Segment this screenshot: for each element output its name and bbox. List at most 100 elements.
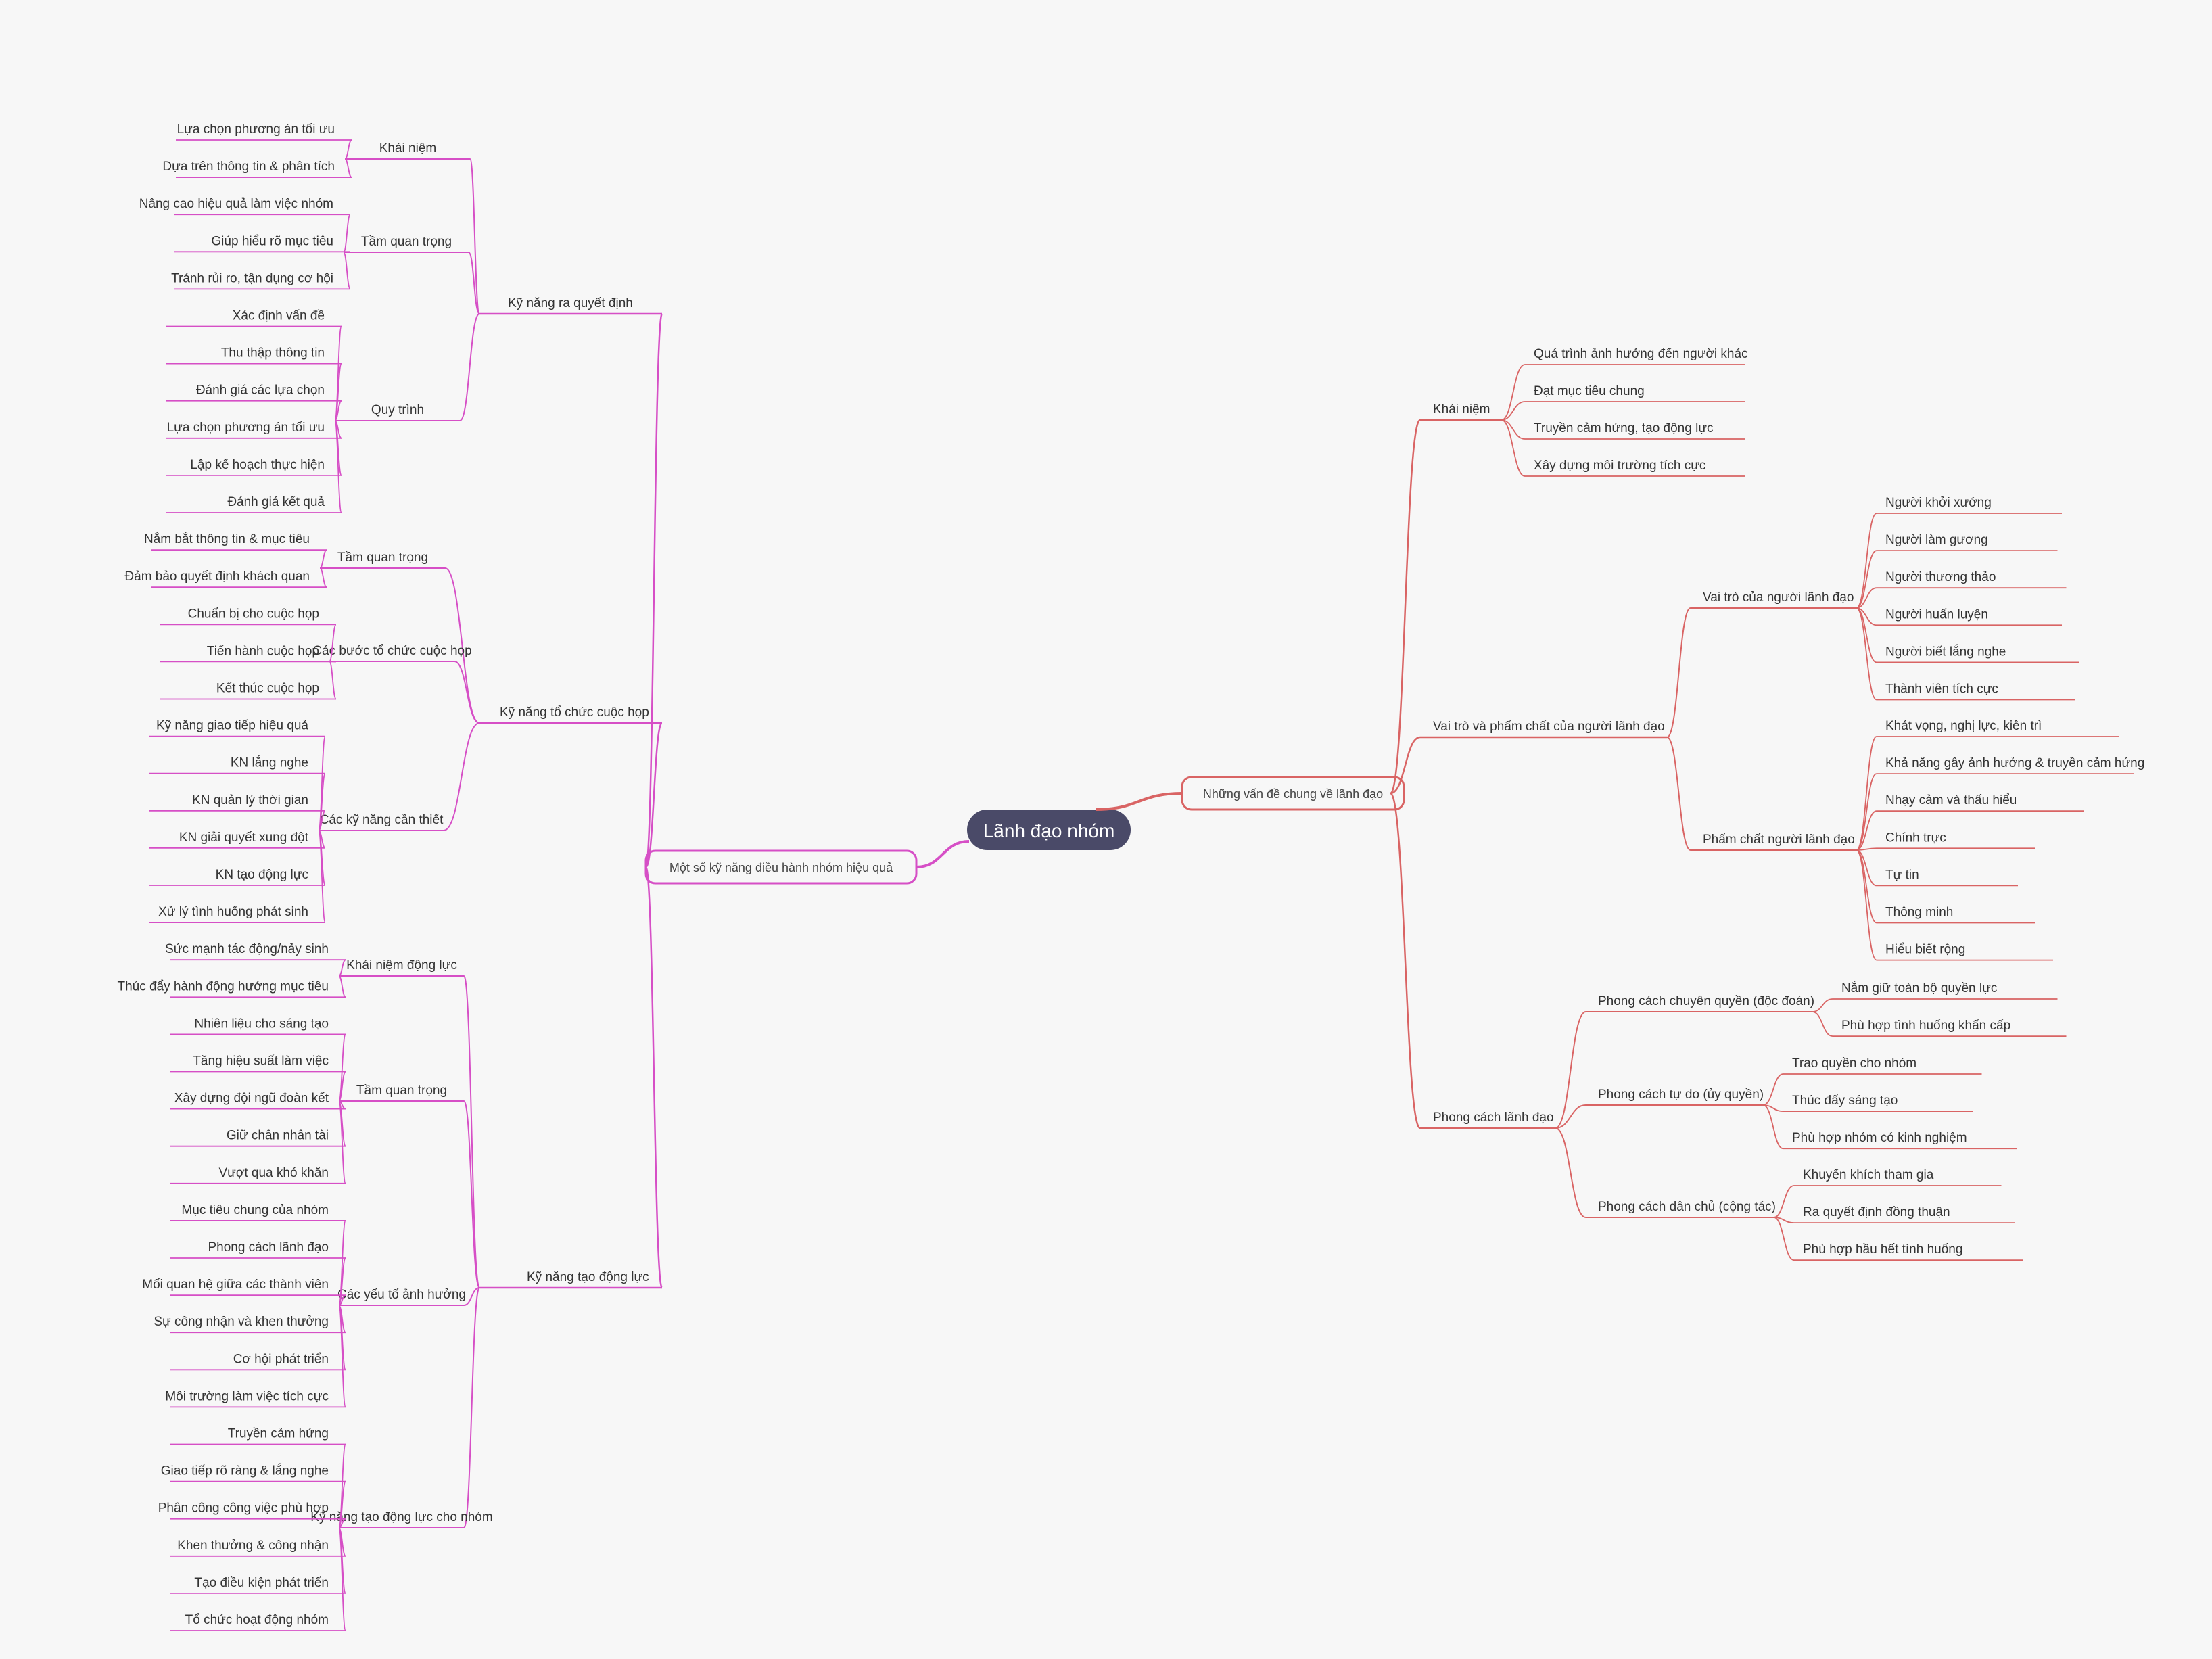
link-right-leaf — [1856, 847, 1877, 851]
left-leaf-label: KN quản lý thời gian — [192, 793, 308, 808]
link-left-leaf — [334, 420, 342, 513]
link-right-leaf — [1856, 773, 1877, 851]
link-left-leaf — [338, 1527, 346, 1631]
link-left-l3 — [463, 1100, 480, 1288]
link-root-left — [916, 840, 970, 868]
link-left-leaf — [344, 139, 352, 160]
left-leaf-label: Sự công nhận và khen thưởng — [154, 1315, 329, 1329]
right-leaf-label: Phù hợp tình huống khẩn cấp — [1841, 1019, 2010, 1033]
right-leaf-label: Thành viên tích cực — [1885, 682, 1998, 697]
left-leaf-label: Lập kế hoạch thực hiện — [190, 458, 325, 472]
left-leaf-label: Nắm bắt thông tin & mục tiêu — [144, 532, 310, 546]
left-leaf-label: Xử lý tình huống phát sinh — [158, 905, 308, 919]
left-l2-label: Kỹ năng tổ chức cuộc họp — [500, 705, 649, 720]
right-leaf-label: Chính trực — [1885, 831, 1946, 845]
left-leaf-label: Lựa chọn phương án tối ưu — [177, 122, 335, 137]
link-right-leaf — [1501, 401, 1526, 421]
left-l3-label: Tầm quan trọng — [356, 1083, 447, 1098]
link-left-leaf — [338, 1071, 346, 1102]
left-leaf-label: Giao tiếp rõ ràng & lắng nghe — [161, 1464, 329, 1478]
right-leaf-label: Phù hợp nhóm có kinh nghiệm — [1792, 1131, 1967, 1145]
link-right-l3 — [1555, 1104, 1586, 1129]
left-l3-label: Tầm quan trọng — [337, 551, 428, 565]
link-left-leaf — [329, 624, 337, 662]
link-left-l3 — [463, 1287, 480, 1306]
link-right-l2 — [1389, 792, 1421, 1129]
link-left-l2 — [644, 722, 663, 868]
link-left-leaf — [329, 661, 337, 700]
link-right-leaf — [1812, 1011, 1833, 1037]
right-main-node[interactable] — [1181, 776, 1405, 811]
left-main-label: Một số kỹ năng điều hành nhóm hiệu quả — [669, 861, 893, 874]
right-leaf-label: Nhạy cảm và thấu hiểu — [1885, 793, 2017, 808]
link-left-leaf — [338, 1305, 346, 1408]
right-l3-label: Phong cách dân chủ (cộng tác) — [1598, 1200, 1776, 1214]
left-leaf-label: Kết thúc cuộc họp — [216, 682, 319, 696]
link-right-leaf — [1856, 587, 1877, 609]
right-main-label: Những vấn đề chung về lãnh đạo — [1203, 787, 1383, 801]
left-l3-label: Quy trình — [371, 403, 424, 417]
link-right-leaf — [1856, 736, 1877, 851]
left-l2-label: Kỹ năng tạo động lực — [527, 1270, 649, 1284]
right-l3-label: Phẩm chất người lãnh đạo — [1703, 833, 1855, 847]
left-leaf-label: KN lắng nghe — [231, 755, 308, 770]
right-l3-label: Vai trò của người lãnh đạo — [1703, 590, 1854, 605]
link-right-leaf — [1501, 364, 1526, 421]
link-left-leaf — [343, 252, 351, 290]
left-leaf-label: Đánh giá các lựa chọn — [196, 383, 325, 398]
link-left-l3 — [469, 158, 480, 314]
left-leaf-label: Truyền cảm hứng — [228, 1427, 329, 1441]
root-label: Lãnh đạo nhóm — [983, 820, 1115, 841]
link-left-l3 — [459, 313, 480, 421]
link-right-leaf — [1773, 1185, 1795, 1218]
left-l3-label: Các kỹ năng cần thiết — [320, 813, 444, 827]
left-l3-label: Các bước tổ chức cuộc họp — [312, 644, 471, 658]
link-left-leaf — [338, 1480, 346, 1528]
left-leaf-label: Phong cách lãnh đạo — [208, 1240, 329, 1255]
right-l3-label: Phong cách chuyên quyền (độc đoán) — [1598, 994, 1814, 1008]
right-leaf-label: Thông minh — [1885, 906, 1953, 920]
left-leaf-label: Tránh rủi ro, tận dụng cơ hội — [171, 271, 333, 285]
left-l3-label: Khái niệm động lực — [346, 958, 457, 973]
left-leaf-label: Chuẩn bị cho cuộc họp — [188, 607, 319, 621]
right-leaf-label: Quá trình ảnh hưởng đến người khác — [1534, 347, 1748, 361]
link-left-l3 — [463, 1287, 480, 1528]
link-right-leaf — [1856, 607, 1877, 701]
right-l2-label: Phong cách lãnh đạo — [1433, 1111, 1554, 1125]
right-leaf-label: Người huấn luyện — [1885, 607, 1988, 622]
left-leaf-label: Mối quan hệ giữa các thành viên — [142, 1278, 329, 1292]
left-leaf-label: Kỹ năng giao tiếp hiệu quả — [156, 719, 308, 733]
link-left-l3 — [468, 252, 480, 314]
left-l3-label: Khái niệm — [379, 141, 437, 156]
link-left-l3 — [443, 722, 480, 831]
link-left-l3 — [463, 975, 480, 1288]
link-left-leaf — [319, 549, 327, 569]
link-left-leaf — [338, 975, 346, 998]
right-leaf-label: Ra quyết định đồng thuận — [1803, 1205, 1950, 1219]
left-leaf-label: Nâng cao hiệu quả làm việc nhóm — [139, 197, 333, 211]
link-right-l3 — [1666, 737, 1691, 851]
link-left-leaf — [344, 158, 352, 178]
link-left-leaf — [343, 214, 351, 253]
left-leaf-label: KN tạo động lực — [216, 868, 308, 882]
left-leaf-label: Giữ chân nhân tài — [227, 1129, 329, 1143]
right-leaf-label: Khuyến khích tham gia — [1803, 1168, 1934, 1182]
link-right-leaf — [1762, 1073, 1784, 1106]
link-root-right — [1095, 792, 1183, 811]
left-leaf-label: Xác định vấn đề — [233, 309, 325, 323]
root-node[interactable] — [967, 810, 1131, 850]
link-right-l3 — [1555, 1011, 1586, 1129]
right-leaf-label: Đạt mục tiêu chung — [1534, 384, 1645, 398]
left-leaf-label: Vượt qua khó khăn — [218, 1166, 329, 1180]
left-leaf-label: Giúp hiểu rõ mục tiêu — [211, 234, 333, 248]
link-left-leaf — [334, 325, 342, 421]
left-l3-label: Kỹ năng tạo động lực cho nhóm — [310, 1510, 492, 1524]
right-leaf-label: Người khởi xướng — [1885, 496, 1992, 510]
link-left-leaf — [338, 1100, 346, 1184]
left-leaf-label: Tạo điều kiện phát triển — [194, 1576, 329, 1590]
link-right-leaf — [1856, 849, 1877, 887]
right-leaf-label: Truyền cảm hứng, tạo động lực — [1534, 421, 1714, 436]
right-leaf-label: Phù hợp hầu hết tình huống — [1803, 1242, 1962, 1257]
left-leaf-label: Sức mạnh tác động/nảy sinh — [165, 942, 329, 956]
